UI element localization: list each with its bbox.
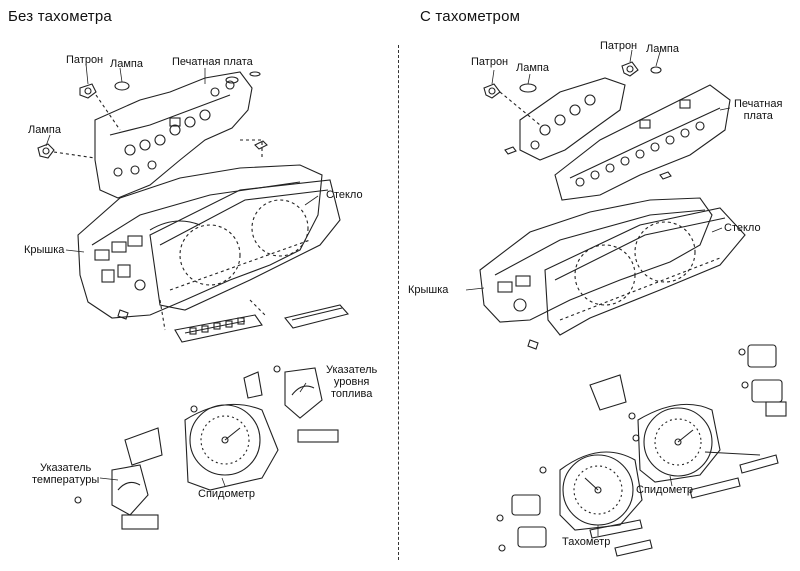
- right-label-socket-left: Патрон: [471, 56, 509, 68]
- right-tachometer: [559, 451, 643, 531]
- left-socket-side: [37, 143, 55, 159]
- right-label-lamp-left: Лампа: [516, 62, 549, 74]
- right-plate: [589, 374, 627, 411]
- right-label-speedometer: Спидометр: [636, 484, 694, 496]
- left-label-cover: Крышка: [24, 244, 65, 256]
- left-temp-gauge: [111, 464, 159, 530]
- right-connector-bottom: [496, 412, 640, 552]
- right-socket-right: [621, 61, 639, 77]
- right-label-cover: Крышка: [408, 284, 449, 296]
- right-strip-c: [739, 454, 779, 474]
- right-label-circuit-board: Печатная плата: [734, 98, 783, 122]
- left-lamp-top: [114, 81, 130, 91]
- right-lamp-right: [650, 66, 662, 74]
- left-plate: [124, 427, 163, 466]
- left-cap: [243, 371, 263, 399]
- left-label-lamp-side: Лампа: [28, 124, 61, 136]
- right-circuit-board-left: [519, 77, 626, 161]
- left-label-temp-gauge: Указатель температуры: [32, 462, 100, 486]
- left-connector-a: [174, 314, 263, 343]
- right-glass: [544, 207, 746, 336]
- left-label-lamp-top: Лампа: [110, 58, 143, 70]
- left-lamp-small: [225, 76, 239, 84]
- right-leader-lines: [465, 49, 731, 536]
- left-fuel-gauge: [284, 367, 339, 443]
- right-connector-top: [738, 344, 787, 417]
- right-label-tachometer: Тахометр: [562, 536, 611, 548]
- right-speedometer: [637, 403, 721, 483]
- right-label-glass: Стекло: [724, 222, 761, 234]
- right-lamp-left: [519, 83, 537, 93]
- right-cover: [479, 197, 713, 323]
- right-socket-left: [483, 83, 501, 99]
- left-label-fuel-gauge: Указатель уровня топлива: [326, 364, 378, 400]
- left-connector-b: [284, 304, 350, 329]
- right-strip-a: [589, 519, 643, 539]
- right-label-lamp-right: Лампа: [646, 43, 679, 55]
- right-label-socket-right: Патрон: [600, 40, 638, 52]
- left-socket-top: [79, 83, 97, 99]
- right-cable: [704, 451, 761, 456]
- left-glass: [149, 179, 341, 311]
- right-strip-b: [689, 477, 741, 499]
- right-section-title: С тахометром: [420, 8, 521, 25]
- left-label-speedometer: Спидометр: [198, 488, 256, 500]
- left-circuit-board: [94, 71, 253, 199]
- left-label-socket: Патрон: [66, 54, 104, 66]
- left-speedometer: [184, 403, 279, 491]
- left-leader-lines: [45, 63, 319, 487]
- section-divider: [398, 45, 399, 560]
- left-label-circuit-board: Печатная плата: [172, 56, 253, 68]
- left-cover: [77, 164, 323, 319]
- left-section-title: Без тахометра: [8, 8, 112, 25]
- right-circuit-board-right: [554, 84, 731, 201]
- left-label-glass: Стекло: [326, 189, 363, 201]
- right-strip-d: [614, 539, 653, 557]
